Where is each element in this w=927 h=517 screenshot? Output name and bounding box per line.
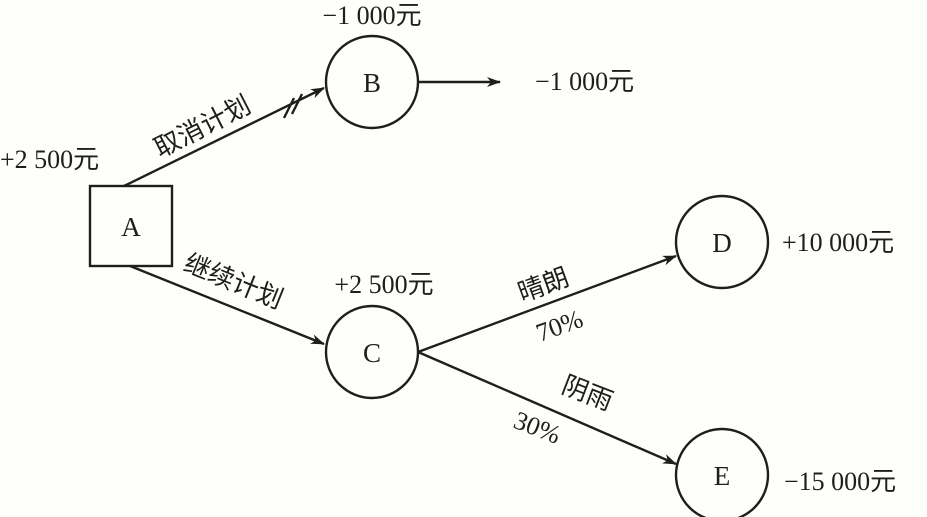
decision-node-a xyxy=(88,184,174,268)
chance-node-c xyxy=(324,304,420,400)
edge-sunny xyxy=(417,254,677,354)
edge-rainy xyxy=(417,350,677,466)
node-c-label: C xyxy=(363,338,381,368)
chance-node-b xyxy=(324,34,420,130)
outcome-node-e xyxy=(674,427,770,517)
edge-cancel-label: 取消计划 xyxy=(150,90,256,163)
outcome-node-d xyxy=(674,194,770,290)
node-a-label: A xyxy=(121,212,141,242)
node-e-label: E xyxy=(714,461,731,491)
node-b-label: B xyxy=(363,68,381,98)
node-b-value: −1 000元 xyxy=(322,1,421,30)
edge-sunny-probability: 70% xyxy=(532,304,587,348)
node-e-value: −15 000元 xyxy=(784,467,896,496)
node-a-value: +2 500元 xyxy=(0,145,99,174)
edge-continue xyxy=(129,264,325,346)
pruned-mark-icon xyxy=(282,93,304,119)
edge-sunny-label: 晴朗 xyxy=(514,263,573,308)
edge-continue-label: 继续计划 xyxy=(180,249,287,315)
node-b-outcome: −1 000元 xyxy=(535,67,634,96)
node-c-value: +2 500元 xyxy=(334,270,433,299)
edge-rainy-label: 阴雨 xyxy=(558,371,617,417)
node-d-label: D xyxy=(712,228,732,258)
node-d-value: +10 000元 xyxy=(782,228,894,257)
